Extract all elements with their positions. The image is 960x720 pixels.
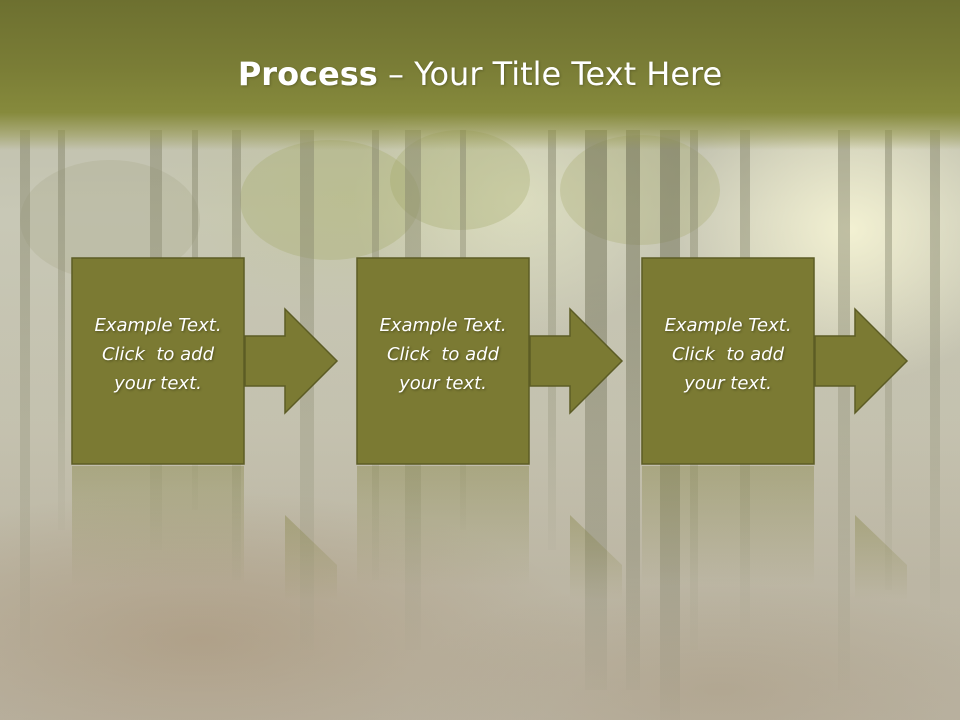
title-band bbox=[0, 0, 960, 150]
step-3-text[interactable]: Example Text. Click to add your text. bbox=[642, 311, 814, 398]
step-1-arrow-reflection bbox=[285, 515, 337, 600]
step-2-box[interactable] bbox=[356, 257, 530, 465]
title-bold: Process bbox=[237, 55, 378, 93]
step-1-arrow bbox=[244, 307, 339, 415]
slide-title[interactable]: Process – Your Title Text Here bbox=[0, 52, 960, 96]
step-2-text[interactable]: Example Text. Click to add your text. bbox=[357, 311, 529, 398]
step-3-box[interactable] bbox=[641, 257, 815, 465]
step-1-line-2: Click to add bbox=[101, 344, 214, 365]
step-3-arrow-reflection bbox=[855, 515, 907, 600]
step-3-line-2: Click to add bbox=[671, 344, 784, 365]
step-2-reflection bbox=[357, 466, 529, 586]
step-2-arrow bbox=[529, 307, 624, 415]
step-1-reflection bbox=[72, 466, 244, 586]
step-3-arrow bbox=[814, 307, 909, 415]
step-1-text[interactable]: Example Text. Click to add your text. bbox=[72, 311, 244, 398]
step-2-arrow-reflection bbox=[570, 515, 622, 600]
step-3-line-3: your text. bbox=[684, 373, 772, 394]
step-1-line-1: Example Text. bbox=[94, 315, 222, 336]
step-2-line-2: Click to add bbox=[386, 344, 499, 365]
step-1-box[interactable] bbox=[71, 257, 245, 465]
step-3-line-1: Example Text. bbox=[664, 315, 792, 336]
step-3-reflection bbox=[642, 466, 814, 586]
step-1-line-3: your text. bbox=[114, 373, 202, 394]
step-2-line-3: your text. bbox=[399, 373, 487, 394]
title-rest: – Your Title Text Here bbox=[377, 55, 723, 93]
step-2-line-1: Example Text. bbox=[379, 315, 507, 336]
